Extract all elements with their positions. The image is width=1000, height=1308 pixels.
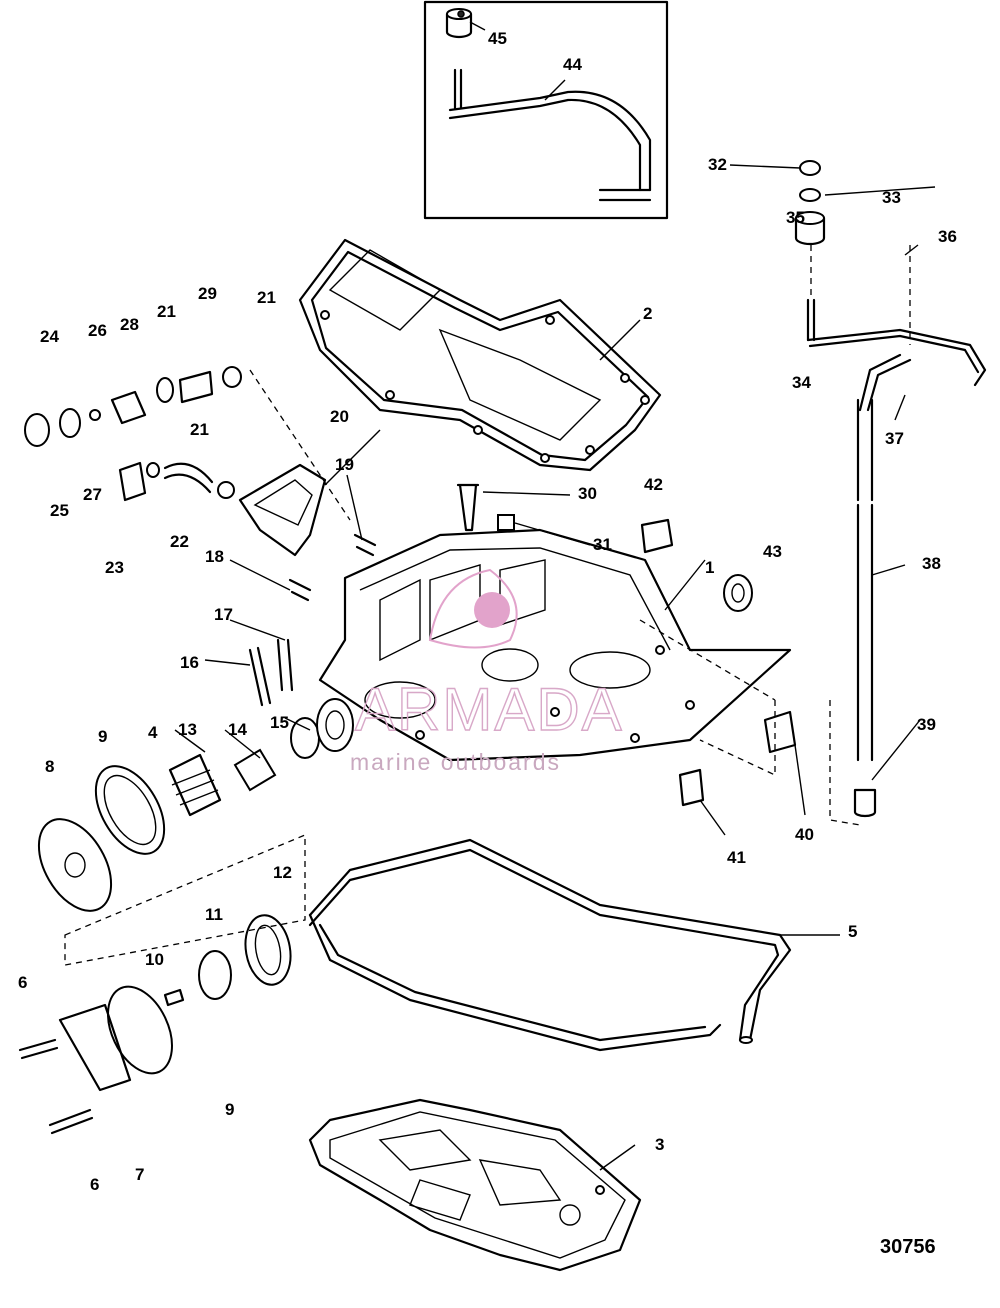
callout-9a: 9 <box>98 727 107 746</box>
callout-1: 1 <box>705 558 714 577</box>
callout-33: 33 <box>882 188 901 207</box>
callout-26: 26 <box>88 321 107 340</box>
callout-labels: 1 2 3 4 5 6 6 7 8 9 9 10 11 12 13 14 15 … <box>18 29 957 1258</box>
callout-17: 17 <box>214 605 233 624</box>
shift-rod-assembly <box>639 160 987 826</box>
callout-11: 11 <box>205 905 223 924</box>
callout-5: 5 <box>848 922 857 941</box>
watermark: ARMADA marine outboards <box>350 568 624 775</box>
callout-37: 37 <box>885 429 904 448</box>
inset-box <box>423 0 669 220</box>
callout-40: 40 <box>795 825 814 844</box>
callout-3: 3 <box>655 1135 664 1154</box>
callout-24: 24 <box>40 327 59 346</box>
callout-38: 38 <box>922 554 941 573</box>
bottom-gasket <box>308 1098 642 1272</box>
callout-12: 12 <box>273 863 292 882</box>
callout-36: 36 <box>938 227 957 246</box>
figure-number: 30756 <box>880 1236 936 1258</box>
callout-20: 20 <box>330 407 349 426</box>
callout-19: 19 <box>335 455 354 474</box>
callout-44: 44 <box>563 55 582 74</box>
callout-9b: 9 <box>225 1100 234 1119</box>
callout-23: 23 <box>105 558 124 577</box>
callout-18: 18 <box>205 547 224 566</box>
callout-14: 14 <box>228 720 247 739</box>
watermark-tagline: marine outboards <box>350 749 561 775</box>
callout-13: 13 <box>178 720 197 739</box>
callout-27: 27 <box>83 485 102 504</box>
callout-39: 39 <box>917 715 936 734</box>
callout-30: 30 <box>578 484 597 503</box>
callout-15: 15 <box>270 713 289 732</box>
small-parts <box>248 483 797 807</box>
cover-assembly <box>18 698 354 1135</box>
callout-31: 31 <box>593 535 612 554</box>
top-gasket <box>298 238 662 472</box>
callout-6b: 6 <box>90 1175 99 1194</box>
callout-22: 22 <box>170 532 189 551</box>
callout-35: 35 <box>786 208 805 227</box>
callout-32: 32 <box>708 155 727 174</box>
callout-16: 16 <box>180 653 199 672</box>
callout-43: 43 <box>763 542 782 561</box>
watermark-brand: ARMADA <box>355 676 624 743</box>
callout-28: 28 <box>120 315 139 334</box>
callout-6a: 6 <box>18 973 27 992</box>
callout-45: 45 <box>488 29 507 48</box>
callout-8: 8 <box>45 757 54 776</box>
leader-lines <box>174 21 936 1171</box>
callout-29: 29 <box>198 284 217 303</box>
callout-2: 2 <box>643 304 652 323</box>
callout-7: 7 <box>135 1165 144 1184</box>
hose-assembly <box>24 366 377 602</box>
callout-42: 42 <box>644 475 663 494</box>
callout-4: 4 <box>148 723 158 742</box>
callout-41: 41 <box>727 848 746 867</box>
callout-21b: 21 <box>257 288 276 307</box>
callout-21c: 21 <box>190 420 209 439</box>
callout-21a: 21 <box>157 302 176 321</box>
rubber-seal <box>308 838 792 1052</box>
callout-25: 25 <box>50 501 69 520</box>
callout-34: 34 <box>792 373 811 392</box>
callout-10: 10 <box>145 950 164 969</box>
